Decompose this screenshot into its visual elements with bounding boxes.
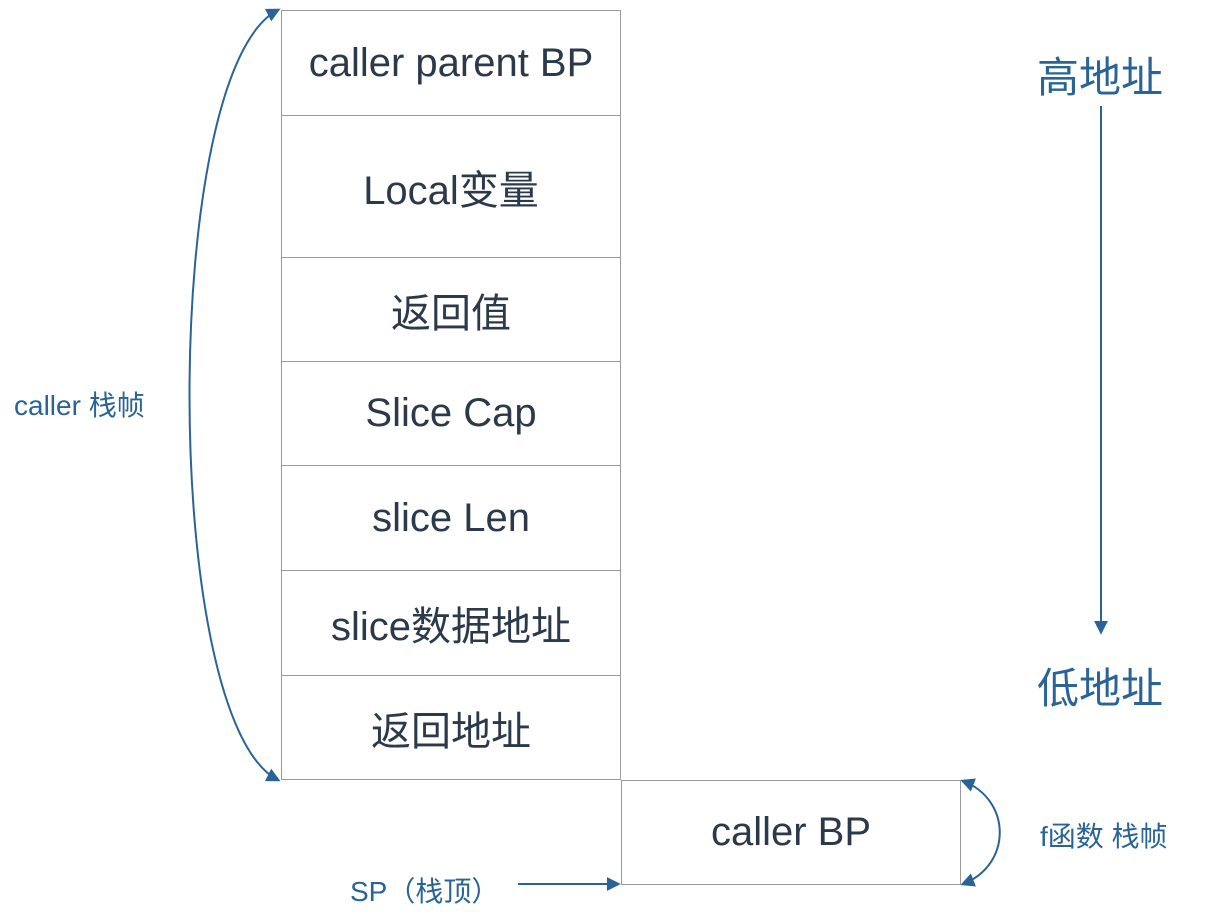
low-address-label: 低地址 xyxy=(1036,665,1163,712)
f-frame-bracket-arrow xyxy=(960,778,1001,887)
sp-label: SP（栈顶） xyxy=(350,876,500,907)
stack-cell-slice-cap: Slice Cap xyxy=(281,361,621,465)
caller-stack-frame: caller parent BP Local变量 返回值 Slice Cap s… xyxy=(281,10,621,780)
stack-cell-caller-parent-bp: caller parent BP xyxy=(281,10,621,115)
caller-frame-label: caller 栈帧 xyxy=(14,390,145,421)
stack-cell-local-variables: Local变量 xyxy=(281,115,621,257)
f-frame-label: f函数 栈帧 xyxy=(1040,821,1168,852)
stack-cell-return-address: 返回地址 xyxy=(281,675,621,780)
stack-cell-slice-data-address: slice数据地址 xyxy=(281,570,621,675)
caller-frame-bracket-arrow xyxy=(188,8,281,782)
high-address-label: 高地址 xyxy=(1036,54,1163,101)
stack-cell-caller-bp: caller BP xyxy=(621,780,961,885)
stack-cell-return-value: 返回值 xyxy=(281,257,621,361)
stack-cell-slice-len: slice Len xyxy=(281,465,621,570)
